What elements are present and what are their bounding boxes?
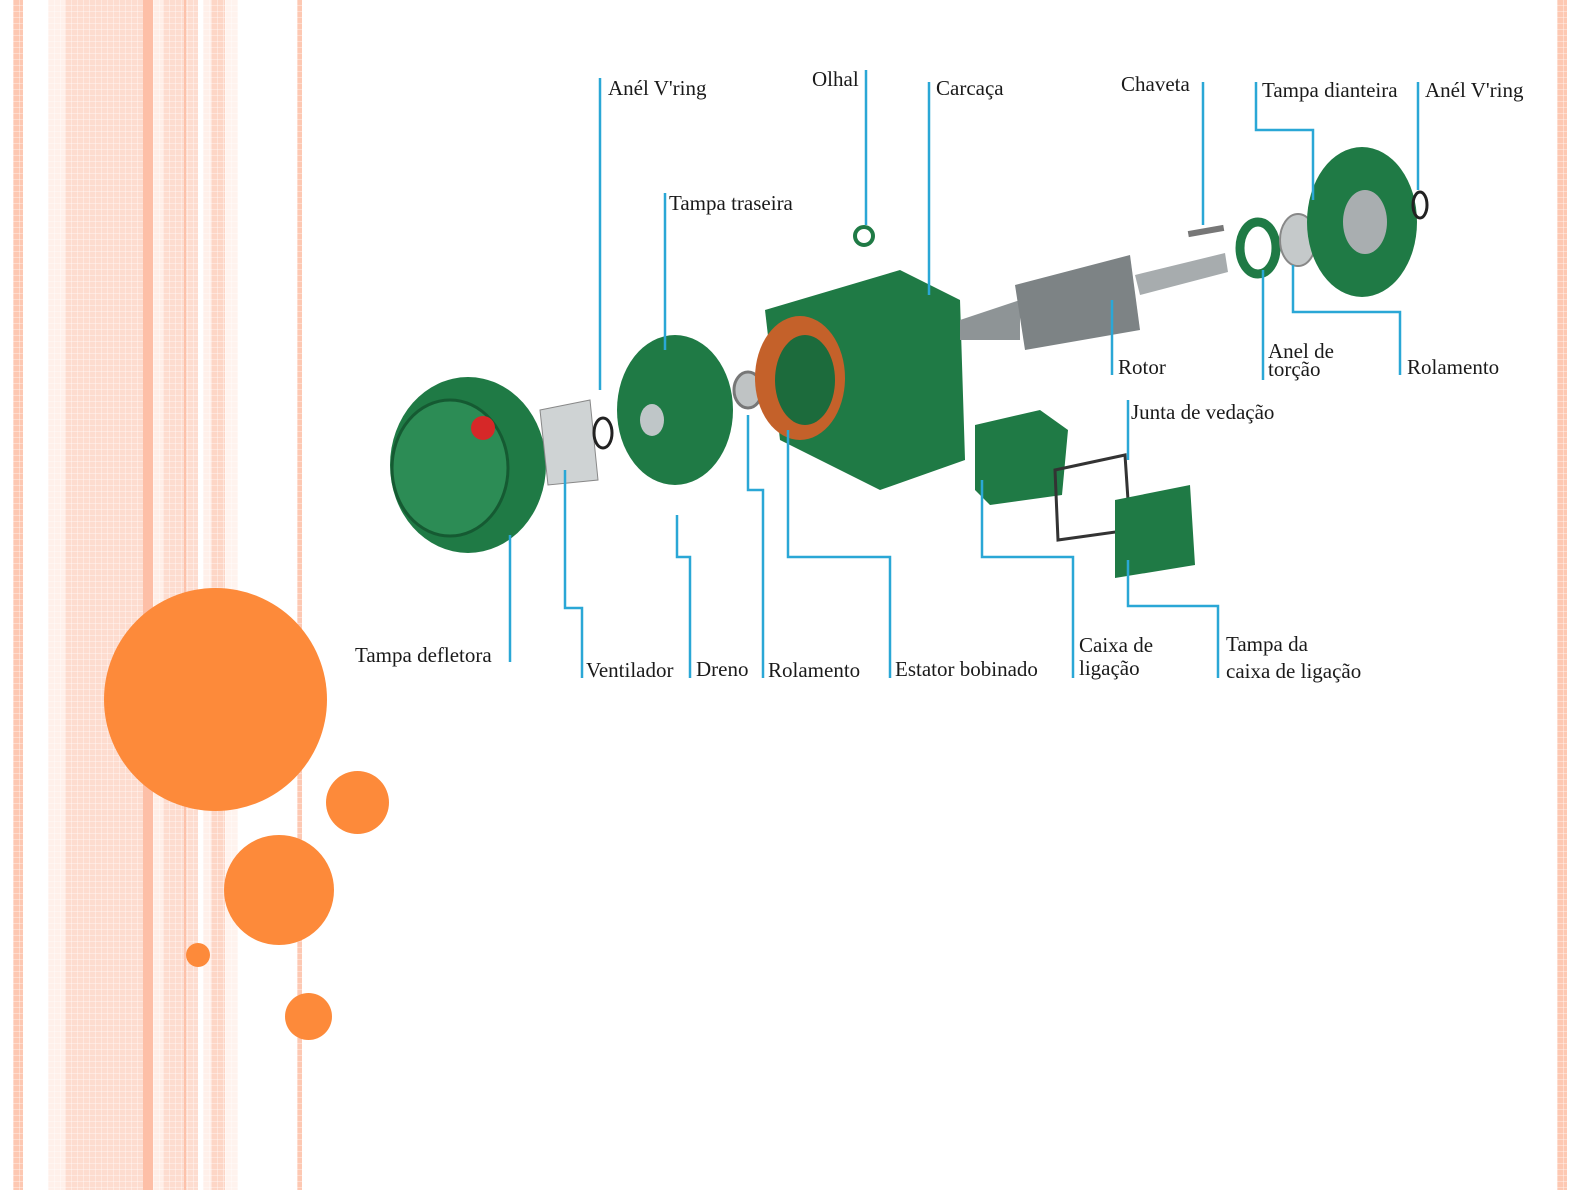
label-junta-vedacao: Junta de vedação <box>1131 400 1275 424</box>
label-ventilador: Ventilador <box>586 658 674 682</box>
decorative-circle <box>326 771 389 834</box>
tampa-caixa-shape <box>1115 485 1195 578</box>
label-tampa-caixa: Tampa da caixa de ligação <box>1226 631 1361 685</box>
decorative-circle <box>224 835 334 945</box>
motor-illustration <box>390 147 1429 578</box>
label-olhal: Olhal <box>812 67 859 91</box>
label-line: Tampa da <box>1226 632 1308 656</box>
stripe <box>13 0 23 1190</box>
label-tampa-defletora: Tampa defletora <box>355 643 492 667</box>
label-anel-vring-right: Anél V'ring <box>1425 78 1524 102</box>
label-line: caixa de ligação <box>1226 659 1362 683</box>
stripe <box>143 0 153 1190</box>
label-rolamento-right: Rolamento <box>1407 355 1500 379</box>
label-chaveta: Chaveta <box>1121 72 1190 96</box>
label-tampa-dianteira: Tampa dianteira <box>1262 78 1398 102</box>
stripe <box>297 0 302 1190</box>
stripe <box>65 0 143 1190</box>
stripe <box>1557 0 1567 1190</box>
label-carcaca: Carcaça <box>936 76 1004 100</box>
leader-lines <box>508 70 1420 678</box>
label-line: ligação <box>1079 656 1140 680</box>
caixa-ligacao-shape <box>975 410 1068 505</box>
label-anel-vring-left: Anél V'ring <box>608 76 707 100</box>
label-rotor: Rotor <box>1118 355 1166 379</box>
label-line: Anel de <box>1268 339 1334 363</box>
decorative-circle <box>104 588 327 811</box>
label-tampa-traseira: Tampa traseira <box>669 191 793 215</box>
ventilador-shape <box>539 399 599 486</box>
label-line: Caixa de <box>1079 633 1154 657</box>
tampa-traseira-shape <box>617 335 733 485</box>
rotor-shape <box>1015 255 1140 350</box>
decorative-circle <box>186 943 210 967</box>
stripe <box>153 0 163 1190</box>
label-dreno: Dreno <box>696 657 749 681</box>
label-estator: Estator bobinado <box>895 657 1038 681</box>
stripe <box>48 0 65 1190</box>
decorative-circle <box>285 993 332 1040</box>
label-line: torção <box>1268 357 1321 381</box>
label-rolamento-left: Rolamento <box>768 658 861 682</box>
